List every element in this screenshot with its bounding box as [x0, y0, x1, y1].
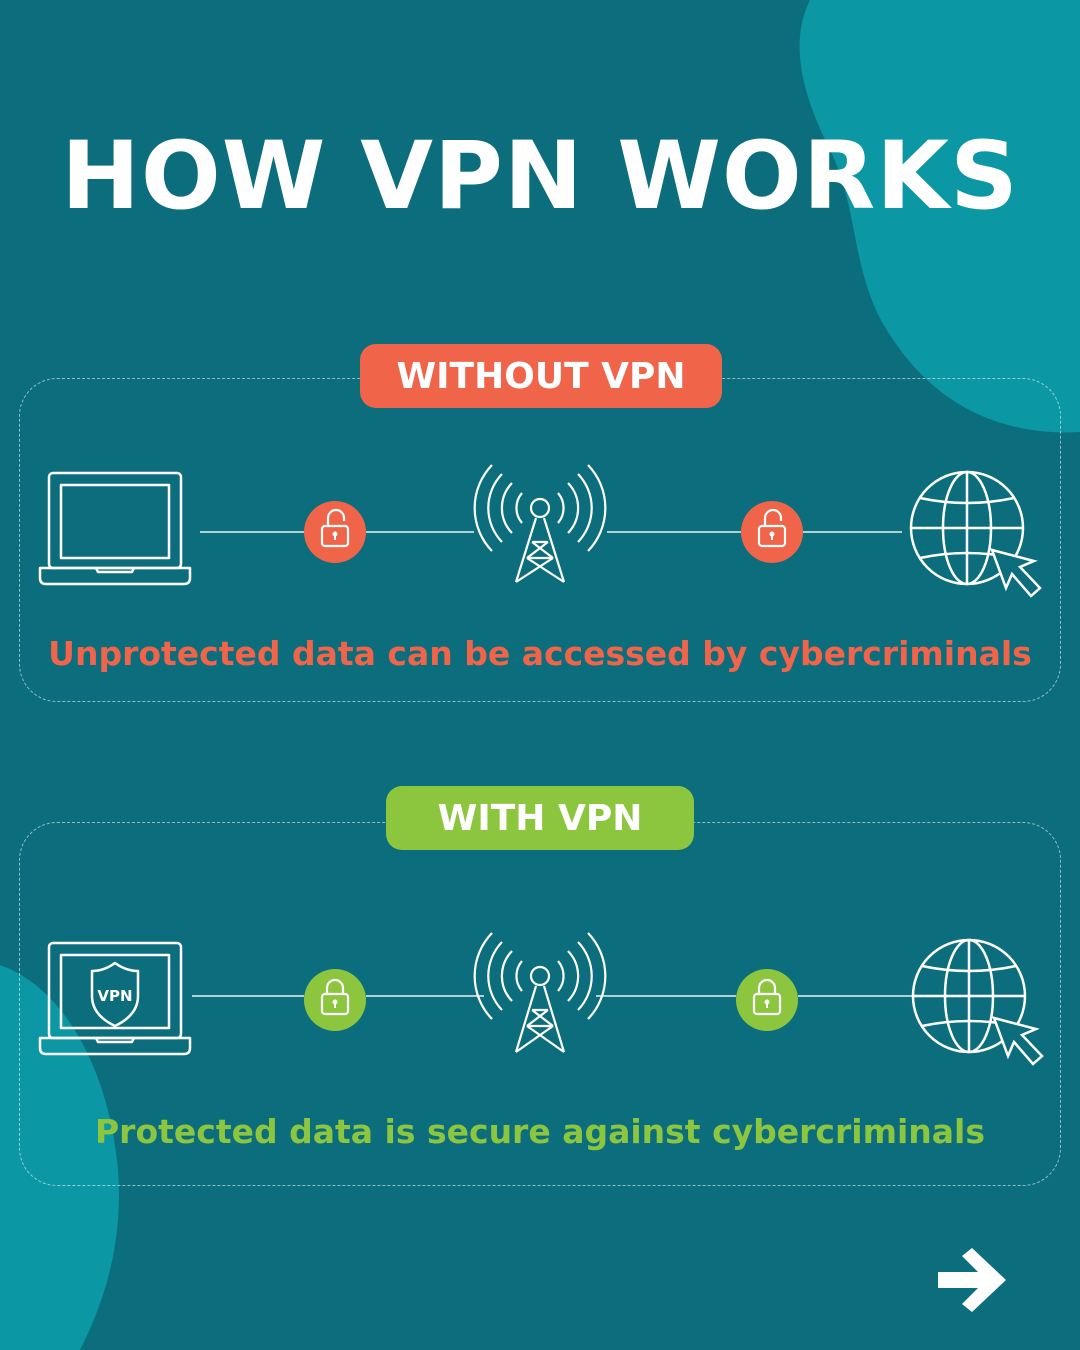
with-vpn-flow: VPN: [0, 918, 1080, 1078]
unlocked-padlock-icon: [741, 501, 803, 563]
radio-tower-icon: [473, 464, 607, 583]
radio-tower-icon: [473, 932, 607, 1053]
locked-padlock-icon: [304, 969, 366, 1031]
locked-padlock-icon: [736, 969, 798, 1031]
with-vpn-badge: WITH VPN: [386, 786, 694, 850]
without-vpn-caption: Unprotected data can be accessed by cybe…: [48, 634, 1032, 673]
without-vpn-flow: [0, 450, 1080, 610]
with-vpn-caption: Protected data is secure against cybercr…: [95, 1112, 985, 1151]
page-title: HOW VPN WORKS: [61, 122, 1019, 231]
arrow-right-icon[interactable]: [934, 1246, 1010, 1314]
without-vpn-badge: WITHOUT VPN: [360, 344, 722, 408]
globe-cursor-icon: [909, 470, 1042, 598]
laptop-shield-icon: [38, 941, 192, 1056]
globe-cursor-icon: [911, 938, 1044, 1066]
unlocked-padlock-icon: [304, 501, 366, 563]
laptop-shield-label: VPN: [97, 987, 133, 1005]
laptop-icon: [38, 471, 192, 586]
